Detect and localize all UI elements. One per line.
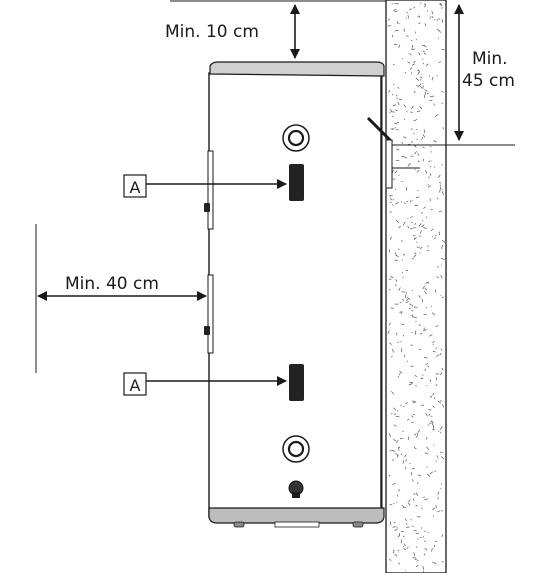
wall-texture	[387, 2, 446, 573]
upper-side-handle	[204, 150, 214, 230]
upper-callout-a: A	[123, 174, 287, 198]
wall-hook-bracket	[366, 116, 420, 189]
wall	[385, 0, 447, 573]
wall-clearance-label-line2: 45 cm	[462, 71, 515, 91]
upper-callout-a-label: A	[130, 178, 141, 197]
top-clearance-label: Min. 10 cm	[165, 22, 259, 42]
lower-component-a	[289, 364, 304, 401]
wall-clearance-label-line1: Min.	[472, 49, 508, 69]
tank-foot-left	[233, 521, 245, 528]
water-heater-tank	[204, 61, 420, 528]
upper-component-a	[289, 164, 304, 201]
tank-foot-center	[274, 521, 320, 528]
upper-pipe-connection	[282, 124, 310, 152]
lower-side-handle	[204, 274, 214, 354]
lower-callout-a: A	[123, 372, 287, 396]
drain-valve	[288, 480, 304, 498]
tank-foot-right	[352, 521, 364, 528]
tank-bottom-cap	[208, 507, 385, 524]
lower-pipe-connection	[282, 435, 310, 463]
lower-callout-a-label: A	[130, 376, 141, 395]
tank-top-cap	[209, 61, 385, 77]
side-clearance-label: Min. 40 cm	[65, 274, 159, 294]
